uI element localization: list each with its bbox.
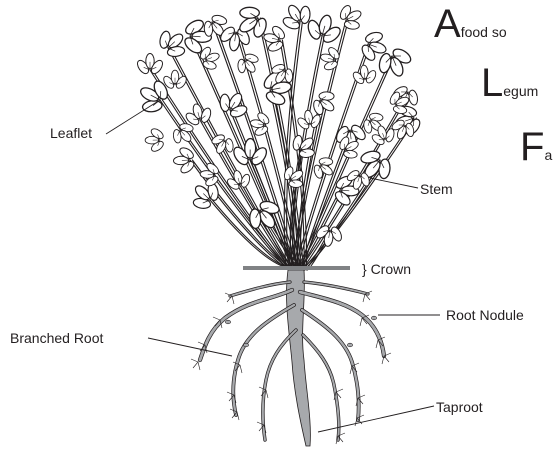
stem-leader xyxy=(370,178,418,188)
leaflet-7-2 xyxy=(300,6,311,24)
stems xyxy=(150,18,416,270)
root-nodule-2 xyxy=(243,343,248,347)
root-nodule-0 xyxy=(371,316,376,320)
acronym-letter-l: L xyxy=(481,61,503,105)
taproot-label: Taproot xyxy=(436,400,483,414)
ground-line xyxy=(243,266,350,270)
acronym-line-a: Afood so xyxy=(434,4,507,44)
leaflet-cluster-0 xyxy=(135,54,164,76)
leaflet-x3-0 xyxy=(285,69,293,83)
acronym-text-a: food so xyxy=(461,24,507,40)
stem-label: Stem xyxy=(420,182,453,196)
leaflet-11-2 xyxy=(378,52,393,73)
taproot-leader xyxy=(318,406,434,432)
leaflet-label: Leaflet xyxy=(50,126,92,140)
acronym-text-f: a xyxy=(544,147,552,163)
leaflet-x11-2 xyxy=(343,150,357,159)
branched-root-4 xyxy=(302,310,359,420)
leaflet-cluster-x19 xyxy=(145,127,165,154)
leaflet-cluster-x14 xyxy=(199,161,221,189)
leaflet-cluster-x2 xyxy=(231,48,264,80)
branched-root-label: Branched Root xyxy=(10,331,103,345)
branched-root-outline-4 xyxy=(302,310,359,420)
leaflet-20-0 xyxy=(378,159,391,179)
leaflet-x16-2 xyxy=(289,180,303,188)
root-nodule-label: Root Nodule xyxy=(446,308,524,322)
root-nodule-3 xyxy=(347,343,352,347)
crown-label: } Crown xyxy=(362,262,411,276)
acronym-line-l: Legum xyxy=(481,63,538,103)
root-system xyxy=(191,270,391,446)
leaflet-16-0 xyxy=(220,94,231,112)
acronym-letter-f: F xyxy=(520,125,544,169)
acronym-text-l: egum xyxy=(503,83,538,99)
leaflet-leader xyxy=(106,100,160,134)
root-nodule-1 xyxy=(225,320,230,324)
acronym-letter-a: A xyxy=(434,2,461,46)
branched-root-leader xyxy=(148,338,232,356)
leaflet-cluster-x4 xyxy=(317,44,343,75)
acronym-line-f: Fa xyxy=(520,127,552,167)
taproot xyxy=(287,270,311,446)
